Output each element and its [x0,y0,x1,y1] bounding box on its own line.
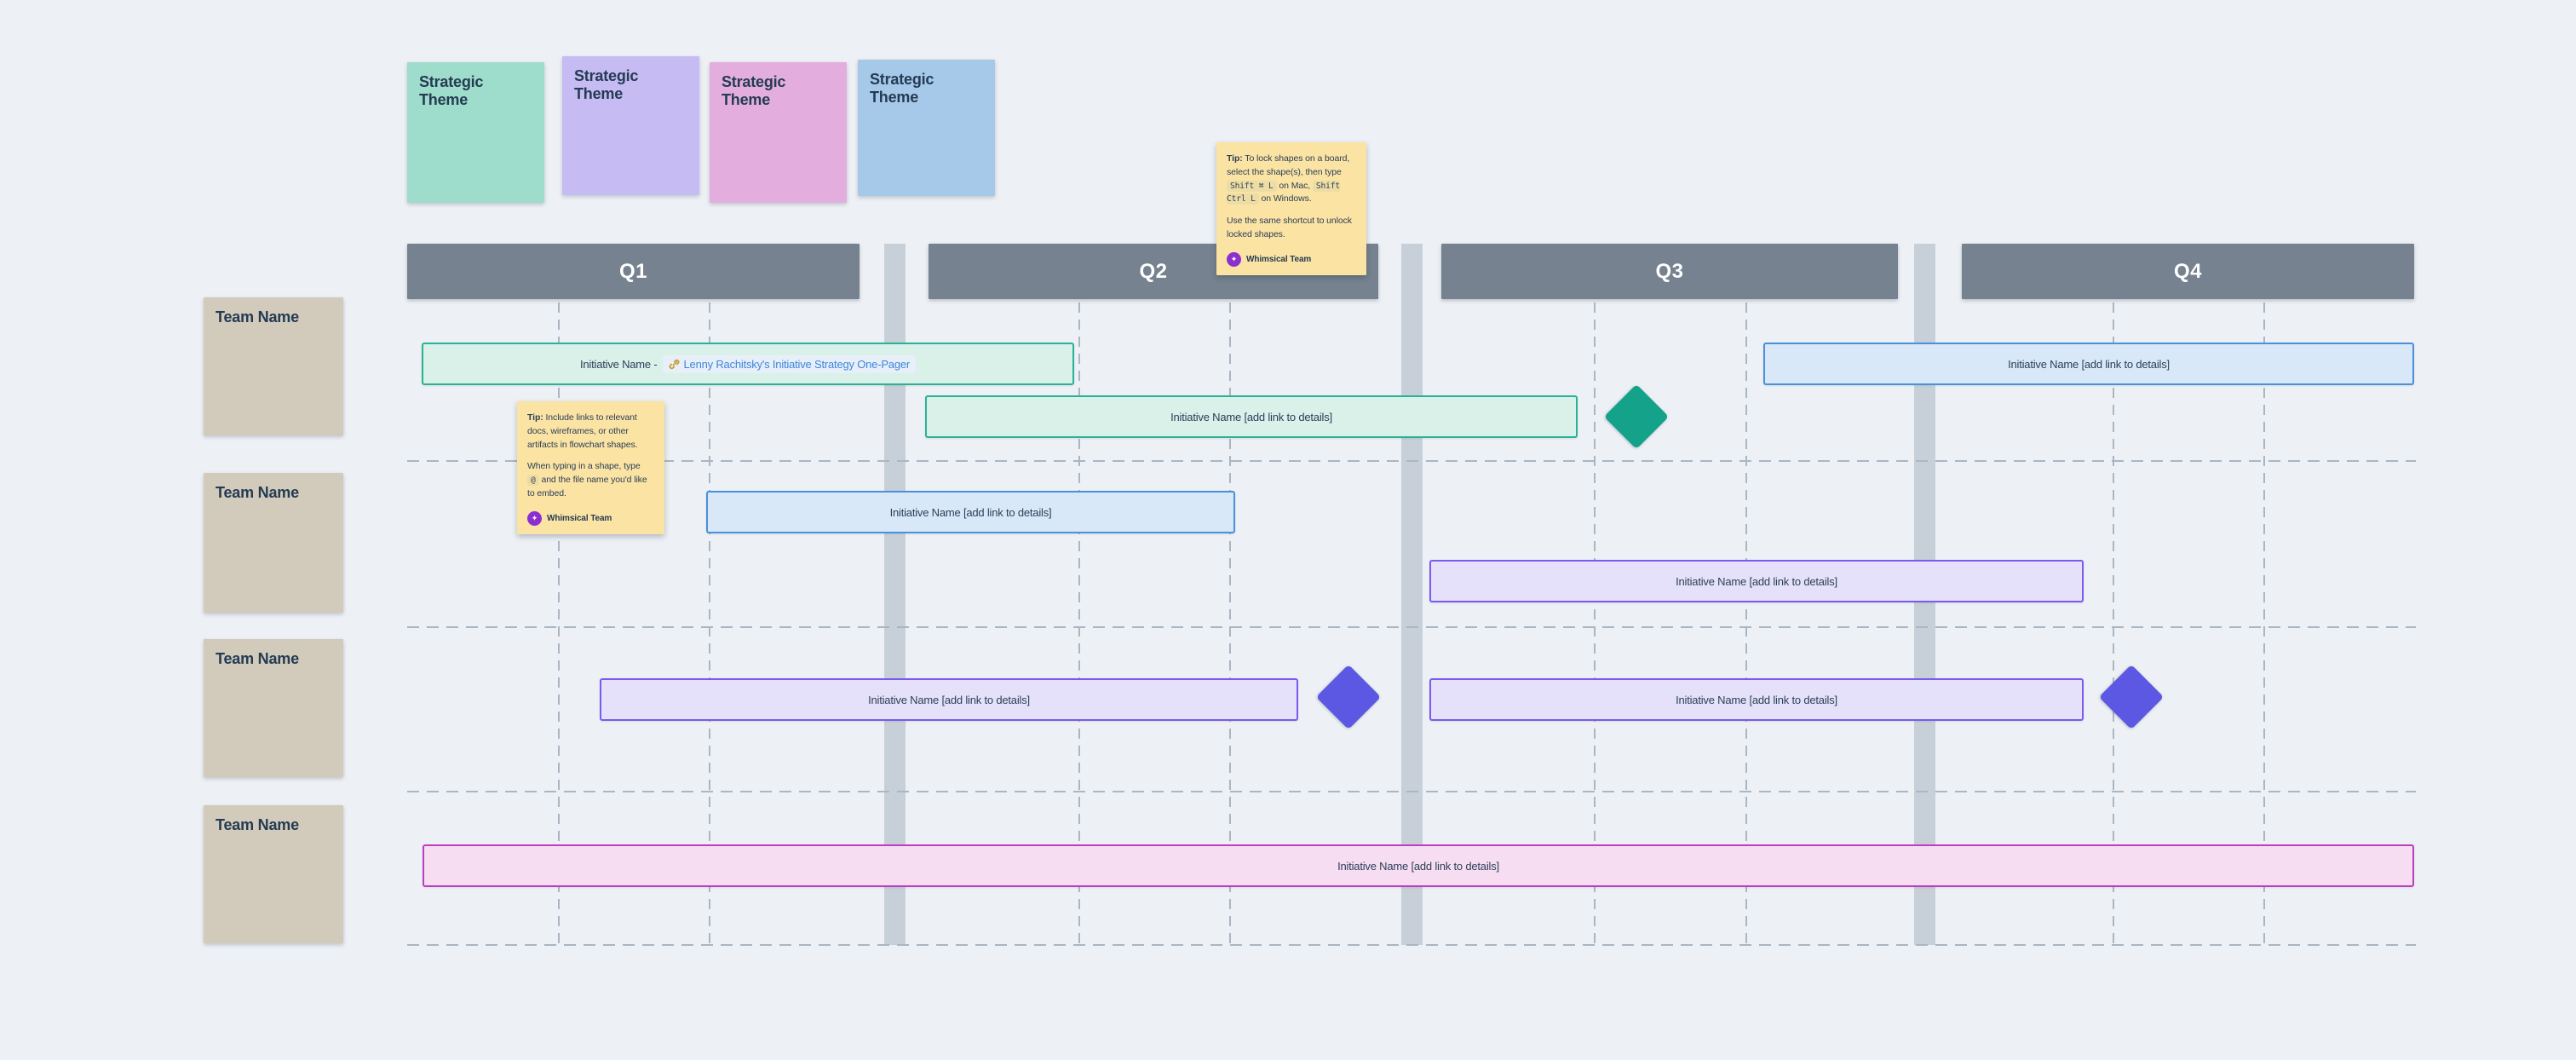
team-sticky[interactable]: Team Name [204,297,343,435]
initiative-label: Initiative Name [add link to details] [1676,693,1837,706]
month-divider [1745,302,1747,945]
strategic-theme-sticky[interactable]: Strategic Theme [407,62,544,203]
month-divider [558,302,560,945]
tip-text: Use the same shortcut to unlock locked s… [1227,216,1352,239]
author-name: Whimsical Team [547,513,612,523]
initiative-bar[interactable]: Initiative Name [add link to details] [600,678,1298,721]
sticky-label: Strategic Theme [419,73,484,108]
quarter-header-q3[interactable]: Q3 [1441,244,1898,299]
team-label: Team Name [216,650,299,667]
month-divider [1229,302,1231,945]
row-divider [407,460,2416,462]
quarter-label: Q3 [1655,259,1684,283]
strategic-theme-sticky[interactable]: Strategic Theme [710,62,847,203]
tip-text: When typing in a shape, type @ and the f… [527,461,647,498]
initiative-label: Initiative Name [add link to details] [868,693,1030,706]
initiative-bar[interactable]: Initiative Name [add link to details] [1429,560,2084,602]
row-divider [407,944,2416,946]
whimsical-team-avatar-icon: ✦ [527,510,542,526]
team-sticky[interactable]: Team Name [204,639,343,777]
initiative-bar[interactable]: Initiative Name [add link to details] [1429,678,2084,721]
tip-prefix: Tip: [527,412,543,423]
tip-text: Tip: To lock shapes on a board, select t… [1227,153,1350,205]
initiative-label: Initiative Name - [579,357,658,371]
milestone-diamond[interactable] [1603,383,1670,450]
row-divider [407,626,2416,628]
tip-note-lock-shapes[interactable]: Tip: To lock shapes on a board, select t… [1216,142,1366,275]
initiative-label: Initiative Name [add link to details] [889,505,1052,519]
initiative-bar[interactable]: Initiative Name - Lenny Rachitsky's Init… [422,343,1074,385]
milestone-diamond[interactable] [1315,664,1382,730]
quarter-label: Q4 [2173,259,2202,283]
sticky-label: Strategic Theme [870,71,934,106]
team-sticky[interactable]: Team Name [204,473,343,613]
sticky-label: Strategic Theme [722,73,786,108]
quarter-header-q4[interactable]: Q4 [1962,244,2414,299]
sticky-label: Strategic Theme [574,67,639,102]
whimsical-team-avatar-icon: ✦ [1227,251,1241,267]
month-divider [2263,302,2265,945]
tip-author-row: ✦ Whimsical Team [527,510,654,526]
quarter-gap-strip [1401,244,1423,945]
strategic-theme-sticky[interactable]: Strategic Theme [562,56,699,195]
month-divider [709,302,710,945]
initiative-bar[interactable]: Initiative Name [add link to details] [423,844,2414,887]
initiative-label: Initiative Name [add link to details] [1337,859,1499,873]
initiative-label: Initiative Name [add link to details] [1170,410,1332,423]
milestone-diamond[interactable] [2098,664,2165,730]
month-divider [2113,302,2114,945]
tip-prefix: Tip: [1227,153,1243,164]
initiative-label: Initiative Name [add link to details] [1676,574,1837,588]
team-label: Team Name [216,308,299,325]
shortcut-mac: Shift ⌘ L [1227,180,1277,192]
team-sticky[interactable]: Team Name [204,805,343,943]
initiative-bar[interactable]: Initiative Name [add link to details] [925,395,1578,438]
row-divider [407,791,2416,792]
quarter-header-q1[interactable]: Q1 [407,244,860,299]
quarter-label: Q1 [618,259,647,283]
month-divider [1594,302,1596,945]
tip-text: Tip: Include links to relevant docs, wir… [527,412,638,450]
author-name: Whimsical Team [1246,254,1312,264]
initiative-link[interactable]: Lenny Rachitsky's Initiative Strategy On… [662,354,917,373]
month-divider [1078,302,1080,945]
tip-author-row: ✦ Whimsical Team [1227,251,1356,267]
embed-shortcut: @ [527,475,539,486]
strategic-theme-sticky[interactable]: Strategic Theme [858,60,995,196]
team-label: Team Name [216,816,299,833]
link-icon [669,359,679,369]
tip-note-include-links[interactable]: Tip: Include links to relevant docs, wir… [517,401,664,534]
initiative-label: Initiative Name [add link to details] [2008,357,2170,371]
initiative-bar[interactable]: Initiative Name [add link to details] [706,491,1235,533]
quarter-label: Q2 [1139,259,1168,283]
initiative-bar[interactable]: Initiative Name [add link to details] [1763,343,2414,385]
team-label: Team Name [216,484,299,501]
